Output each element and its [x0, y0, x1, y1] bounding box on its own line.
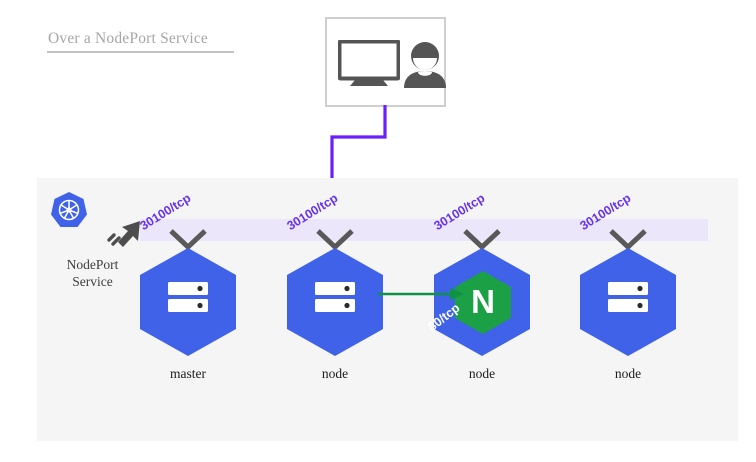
- node-label: node: [468, 366, 496, 381]
- nodeport-label-line1: NodePort: [66, 257, 119, 272]
- node-label: master: [170, 366, 206, 381]
- nodeport-label-line2: Service: [72, 274, 113, 289]
- page-title: Over a NodePort Service: [48, 30, 208, 47]
- chevron-down-icon: [463, 229, 501, 250]
- server-rack-icon: [168, 282, 208, 312]
- title-underline: [47, 51, 234, 53]
- chevron-down-icon: [169, 229, 207, 250]
- server-rack-icon: [315, 282, 355, 312]
- node-label: node: [321, 366, 349, 381]
- node-to-pod-arrow: [378, 288, 464, 300]
- person-icon: [404, 42, 446, 88]
- cursor-arrow-icon: [107, 221, 140, 247]
- nodeport-service-band: [140, 219, 708, 241]
- nodeport-service-label: NodePort Service: [40, 256, 145, 290]
- nginx-letter: N: [471, 283, 495, 320]
- kubernetes-logo: [51, 192, 87, 227]
- node-label: node: [614, 366, 642, 381]
- monitor-icon: [338, 40, 400, 86]
- chevron-down-icon: [316, 229, 354, 250]
- chevron-down-icon: [609, 229, 647, 250]
- server-rack-icon: [608, 282, 648, 312]
- nginx-logo: [455, 271, 511, 334]
